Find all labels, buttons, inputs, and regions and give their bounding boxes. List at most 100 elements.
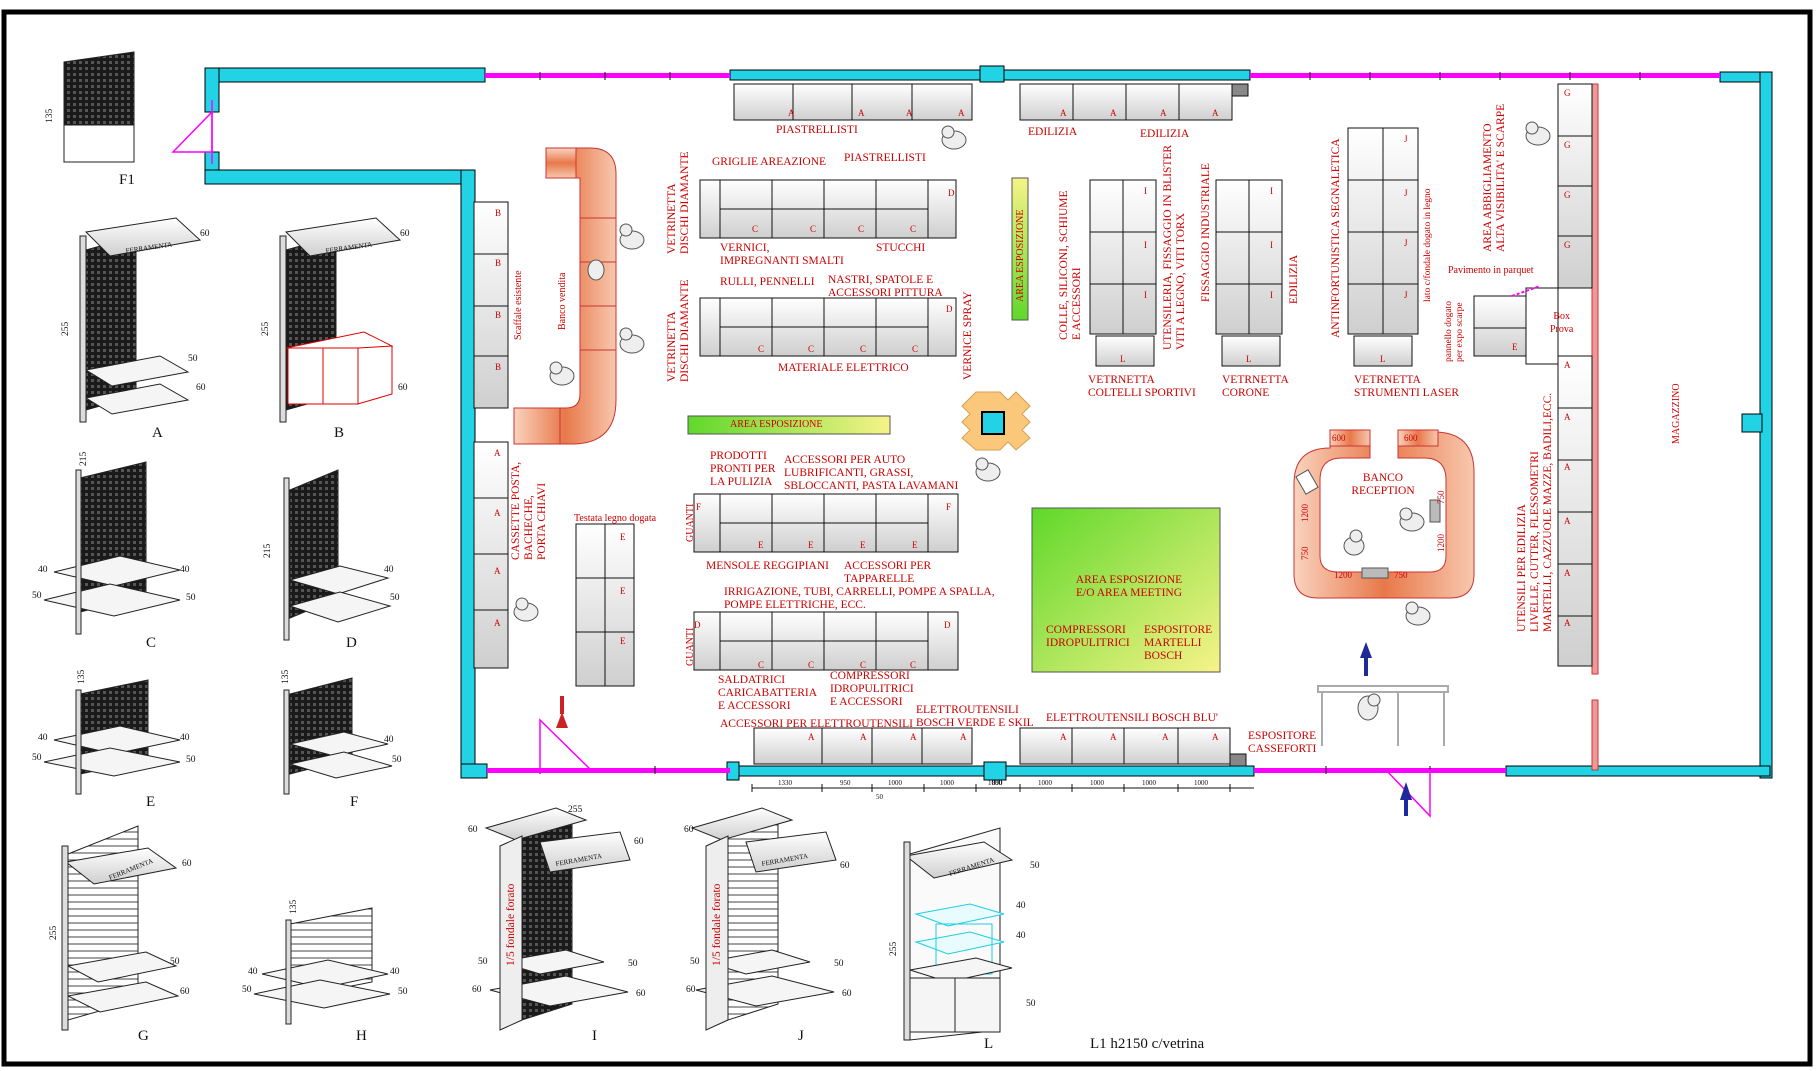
letter-a: A bbox=[1564, 360, 1571, 370]
letter-b: B bbox=[495, 362, 501, 372]
fixture-A: FERRAMENTA 60 50 60 255 A bbox=[61, 217, 210, 441]
label-vernici: VERNICI,IMPREGNANTI SMALTI bbox=[720, 242, 844, 267]
dim-i-60d: 60 bbox=[636, 989, 646, 999]
label-pavimento: Pavimento in parquet bbox=[1448, 265, 1534, 276]
dim-f-50: 50 bbox=[392, 755, 402, 765]
letter-a: A bbox=[1060, 108, 1067, 118]
dim-c-40b: 40 bbox=[180, 565, 190, 575]
dim-j-50b: 50 bbox=[834, 959, 844, 969]
dim-i-50b: 50 bbox=[628, 959, 638, 969]
label-cassette: CASSETTE POSTA,BACHECHE,PORTA CHIAVI bbox=[510, 461, 548, 560]
dim-c-50b: 50 bbox=[186, 593, 196, 603]
dim-l-50: 50 bbox=[1030, 861, 1040, 871]
label-irrigazione: IRRIGAZIONE, TUBI, CARRELLI, POMPE A SPA… bbox=[724, 586, 995, 611]
letter-a: A bbox=[1212, 108, 1219, 118]
dim-j-60c: 60 bbox=[686, 985, 696, 995]
dim-l-40b: 40 bbox=[1016, 931, 1026, 941]
letter-a: A bbox=[1110, 732, 1117, 742]
label-area-espo-v: AREA ESPOSIZIONE bbox=[1015, 209, 1026, 302]
dim-f-40: 40 bbox=[384, 735, 394, 745]
dim-b-60: 60 bbox=[400, 229, 410, 239]
label-piastrellisti-2: PIASTRELLISTI bbox=[844, 152, 926, 164]
label-guanti-1: GUANTI bbox=[685, 503, 696, 542]
dim-g-60b: 60 bbox=[180, 987, 190, 997]
dim-1000g: 1000 bbox=[1194, 779, 1209, 787]
dim-1000f: 1000 bbox=[1142, 779, 1157, 787]
fixture-E: 40 40 50 50 135 E bbox=[32, 670, 196, 811]
letter-a: A bbox=[1564, 516, 1571, 526]
letter-b: B bbox=[495, 310, 501, 320]
letter-a: A bbox=[808, 732, 815, 742]
fixture-I: FERRAMENTA 1/5 fondale forato 255 60 60 … bbox=[468, 805, 646, 1044]
fixture-F: 40 50 135 F bbox=[281, 670, 402, 811]
dim-1000d: 1000 bbox=[1038, 779, 1053, 787]
letter-c: C bbox=[858, 224, 864, 234]
dim-50: 50 bbox=[876, 793, 884, 801]
letter-e: E bbox=[860, 540, 866, 550]
label-D: D bbox=[346, 635, 357, 651]
fixture-L: FERRAMENTA 50 40 40 50 255 L L1 h2150 c/… bbox=[889, 827, 1204, 1052]
label-E: E bbox=[146, 794, 155, 810]
label-banco-vendita: Banco vendita bbox=[557, 272, 568, 330]
note-L1: L1 h2150 c/vetrina bbox=[1090, 1036, 1204, 1052]
dim-g-255: 255 bbox=[49, 926, 59, 941]
letter-b: B bbox=[495, 208, 501, 218]
label-edilizia-1: EDILIZIA bbox=[1028, 126, 1078, 138]
banco-vendita-counter bbox=[513, 147, 617, 445]
dim-j-50: 50 bbox=[690, 957, 700, 967]
letter-l: L bbox=[1246, 354, 1252, 364]
label-G: G bbox=[138, 1028, 149, 1044]
fondale-j: 1/5 fondale forato bbox=[711, 883, 723, 966]
dim-f-135: 135 bbox=[281, 670, 291, 685]
dim-c-215: 215 bbox=[79, 452, 89, 467]
fixture-D: 40 50 215 D bbox=[263, 469, 400, 651]
letter-c: C bbox=[860, 344, 866, 354]
letter-a: A bbox=[494, 618, 501, 628]
letter-f: F bbox=[946, 502, 951, 512]
letter-b: B bbox=[495, 258, 501, 268]
letter-a: A bbox=[494, 508, 501, 518]
dim-e-40b: 40 bbox=[180, 733, 190, 743]
dim-g-60: 60 bbox=[182, 859, 192, 869]
letter-a: A bbox=[1564, 568, 1571, 578]
dimension-chain: 1330 950 1000 1000 1000 890 1000 1000 10… bbox=[751, 779, 1254, 801]
label-fissaggio: FISSAGGIO INDUSTRIALE bbox=[1200, 163, 1212, 302]
dim-d-215: 215 bbox=[263, 544, 273, 559]
label-L: L bbox=[984, 1036, 993, 1052]
letter-i: I bbox=[1270, 240, 1273, 250]
letter-c: C bbox=[810, 224, 816, 234]
letter-l: L bbox=[1380, 354, 1386, 364]
central-display bbox=[961, 391, 1031, 451]
dim-e-50b: 50 bbox=[186, 755, 196, 765]
rc-dim-1200b: 1200 bbox=[1436, 534, 1446, 553]
label-area-espo-h: AREA ESPOSIZIONE bbox=[730, 419, 823, 430]
letter-a: A bbox=[1160, 108, 1167, 118]
letter-i: I bbox=[1270, 186, 1273, 196]
letter-j: J bbox=[1404, 188, 1408, 198]
letter-c: C bbox=[808, 344, 814, 354]
dim-a-60: 60 bbox=[200, 229, 210, 239]
label-scaffale: Scaffale esistente bbox=[513, 270, 524, 340]
dim-l-40: 40 bbox=[1016, 901, 1026, 911]
people-figures bbox=[513, 121, 1551, 721]
area-espo-horizontal bbox=[687, 415, 891, 435]
rc-dim-1200a: 1200 bbox=[1300, 504, 1310, 523]
walls bbox=[171, 65, 1773, 818]
dim-a-255: 255 bbox=[61, 322, 71, 337]
dim-h-40b: 40 bbox=[390, 967, 400, 977]
letter-i: I bbox=[1144, 186, 1147, 196]
dim-d-50: 50 bbox=[390, 593, 400, 603]
dim-i-60: 60 bbox=[468, 825, 478, 835]
fixture-F1: 135 F1 bbox=[45, 51, 135, 188]
dim-i-255: 255 bbox=[568, 805, 583, 815]
rc-dim-600a: 600 bbox=[1332, 433, 1346, 443]
